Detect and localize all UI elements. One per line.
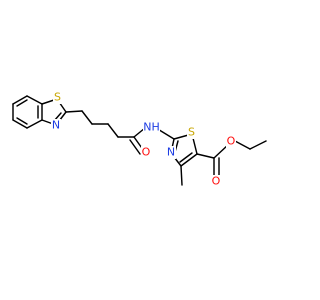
amide-oxygen-label: O bbox=[142, 146, 151, 159]
thiazole-sulfur-label: S bbox=[188, 126, 195, 139]
atom-label-background-ester-o-single bbox=[226, 135, 236, 148]
atom-label-background-benzothiazole-s bbox=[53, 91, 62, 104]
ester-carbonyl-oxygen-label: O bbox=[212, 175, 221, 188]
amide-nh-label: NH bbox=[143, 121, 160, 134]
bond-benzene-5 bbox=[12, 119, 28, 129]
atom-labels: S N NH O S N O O bbox=[51, 91, 236, 188]
benzothiazole-sulfur-label: S bbox=[54, 91, 61, 104]
bond-benzene-4 bbox=[26, 119, 43, 129]
chemical-structure-diagram: S N NH O S N O O bbox=[12, 91, 267, 188]
bond-benzene-inner-3 bbox=[16, 117, 28, 125]
bond-ethoxy-1 bbox=[234, 140, 251, 150]
ester-ether-oxygen-label: O bbox=[227, 135, 236, 148]
bond-chain-2 bbox=[81, 110, 93, 125]
bond-chain-4 bbox=[107, 123, 119, 138]
atom-label-background-amide-o bbox=[141, 146, 151, 159]
bond-amide-c-o-double bbox=[129, 139, 141, 155]
bond-chain-1 bbox=[65, 110, 83, 113]
thiazole-nitrogen-label: N bbox=[167, 146, 175, 159]
bond-ester-carbonyl bbox=[196, 153, 215, 159]
atom-label-background-ester-o-double bbox=[211, 175, 221, 188]
atom-label-background-benzothiazole-n bbox=[51, 119, 61, 132]
bond-methyl bbox=[180, 165, 183, 186]
bonds bbox=[12, 95, 267, 186]
bond-thiazole-c5-c4-double bbox=[179, 152, 193, 163]
bond-benzene-1 bbox=[12, 95, 28, 105]
bond-benzene-inner-1 bbox=[16, 99, 28, 107]
bond-benzene-2 bbox=[26, 95, 43, 105]
atom-label-background-amide-nh bbox=[143, 121, 160, 134]
atom-label-background-thiazole-s bbox=[187, 126, 196, 139]
bond-thiazole-c5-c4 bbox=[180, 153, 198, 167]
atom-label-background-thiazole-n bbox=[166, 146, 176, 159]
benzothiazole-nitrogen-label: N bbox=[52, 119, 60, 132]
bond-ethoxy-2 bbox=[249, 140, 267, 150]
